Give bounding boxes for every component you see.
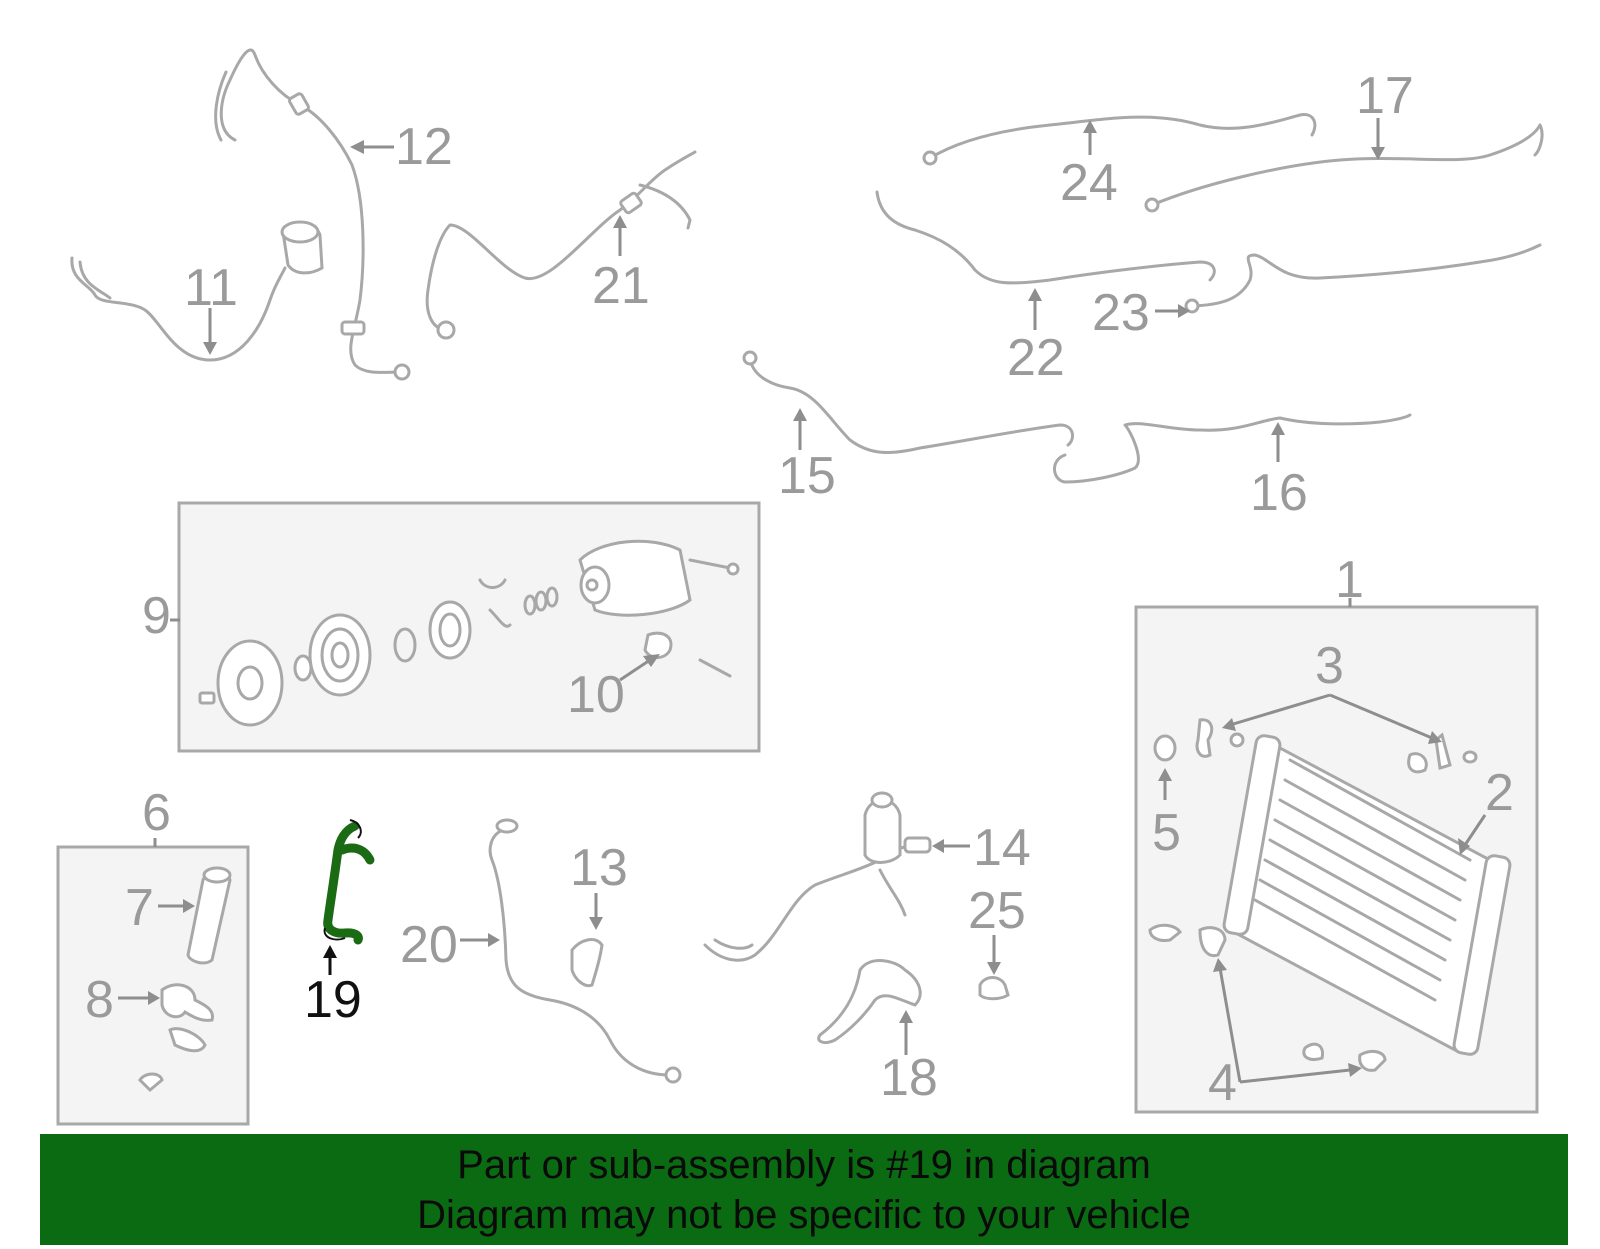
- callout-13: 13: [570, 839, 628, 897]
- part-19-hose-highlighted[interactable]: [323, 819, 375, 945]
- compressor-parts[interactable]: [198, 539, 740, 727]
- callout-24: 24: [1060, 154, 1118, 212]
- part-25-switch[interactable]: [978, 976, 1010, 1001]
- part-21-pipe[interactable]: [425, 150, 697, 340]
- callout-17: 17: [1356, 67, 1414, 125]
- callout-19: 19: [304, 971, 362, 1029]
- part-16-pipe[interactable]: [1053, 413, 1412, 484]
- part-24-pipe[interactable]: [922, 113, 1317, 166]
- part-22-pipe[interactable]: [875, 190, 1216, 285]
- callout-9: 9: [142, 587, 171, 645]
- callout-16: 16: [1250, 464, 1308, 522]
- callout-22: 22: [1007, 329, 1065, 387]
- callout-11: 11: [184, 259, 238, 317]
- callout-7: 7: [125, 879, 154, 937]
- callout-18: 18: [880, 1049, 938, 1107]
- callout-3-leader-b: [1329, 693, 1433, 740]
- part-12-hose[interactable]: [214, 48, 411, 381]
- receiver-drier-parts[interactable]: [138, 866, 232, 1093]
- banner-line-1: Part or sub-assembly is #19 in diagram: [457, 1143, 1151, 1187]
- callout-2: 2: [1485, 764, 1514, 822]
- callout-4-leader: [1218, 967, 1242, 1083]
- part-15-pipe[interactable]: [742, 350, 1074, 454]
- callout-10: 10: [567, 666, 625, 724]
- part-20-pipe[interactable]: [488, 818, 682, 1084]
- part-18-bracket[interactable]: [817, 959, 922, 1044]
- callout-20: 20: [400, 916, 458, 974]
- callout-12: 12: [395, 118, 453, 176]
- callout-4-leader-b: [1239, 1068, 1351, 1084]
- callout-14: 14: [973, 819, 1031, 877]
- callout-8: 8: [85, 971, 114, 1029]
- banner-line-2: Diagram may not be specific to your vehi…: [417, 1193, 1191, 1237]
- callout-4: 4: [1208, 1054, 1237, 1112]
- callout-15: 15: [778, 447, 836, 505]
- part-23-pipe[interactable]: [1184, 243, 1542, 314]
- part-11-hose[interactable]: [70, 220, 324, 362]
- callout-25: 25: [968, 882, 1026, 940]
- callout-10-leader: [619, 658, 651, 682]
- callout-2-leader: [1463, 814, 1487, 846]
- callout-6: 6: [142, 784, 171, 842]
- part-info-banner: Part or sub-assembly is #19 in diagram D…: [40, 1134, 1568, 1245]
- part-14-hose[interactable]: [703, 791, 932, 962]
- part-13-bracket[interactable]: [570, 938, 604, 988]
- callout-3-leader: [1229, 693, 1331, 727]
- callout-21: 21: [592, 257, 650, 315]
- callout-5: 5: [1152, 804, 1181, 862]
- part-17-pipe[interactable]: [1144, 123, 1544, 213]
- condenser-parts[interactable]: [1148, 718, 1512, 1072]
- callout-3: 3: [1315, 637, 1344, 695]
- callout-23: 23: [1092, 284, 1150, 342]
